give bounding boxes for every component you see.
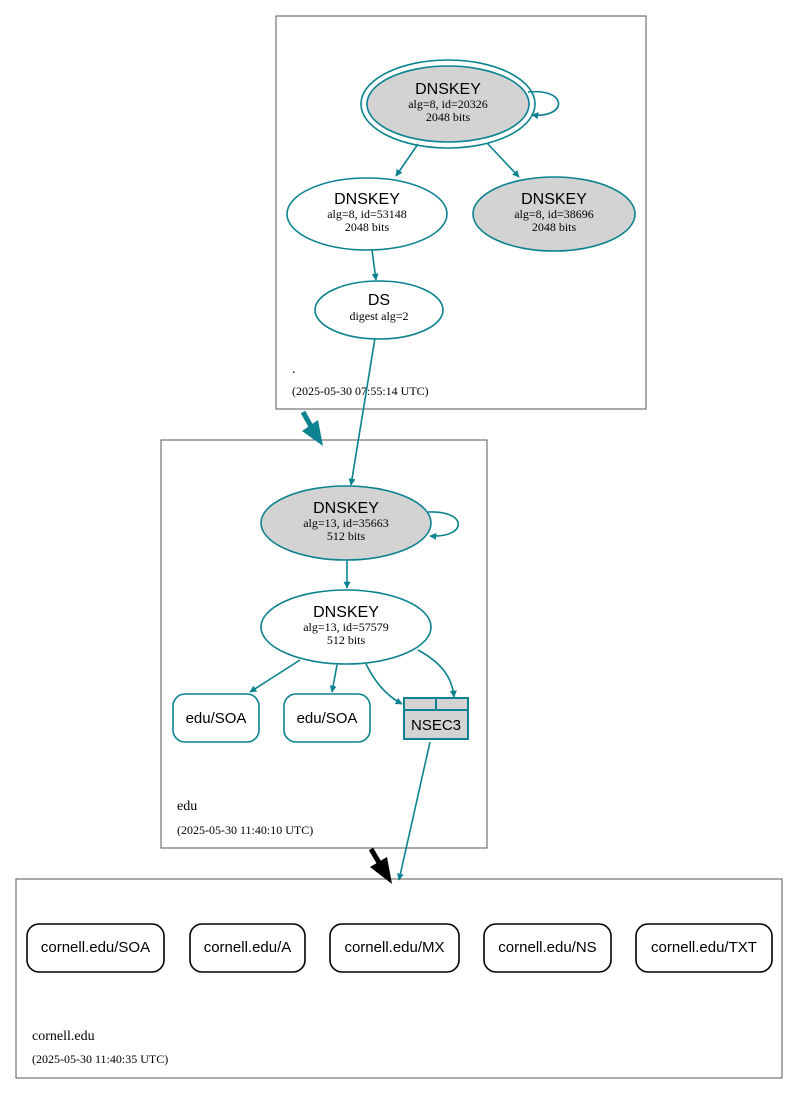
delegation-root-to-edu-head [302,420,323,446]
node-cornell-mx-label: cornell.edu/MX [344,939,444,956]
node-root-ksk-shape [366,65,530,143]
node-edu-zsk-line1: alg=13, id=57579 [303,620,389,634]
node-cornell-a-label: cornell.edu/A [204,939,292,956]
zone-root-name: . [292,362,296,377]
edge-edu-zsk-to-nsec3-b [417,649,457,698]
edge-nsec3-to-cornell [396,741,431,881]
node-cornell-soa-shape [26,923,165,973]
node-root-zsk-line1: alg=8, id=53148 [327,207,407,221]
node-edu-soa-1: edu/SOA [172,693,260,743]
edge-root-zsk-to-ds [371,249,379,281]
node-root-ds-title: DS [368,292,390,309]
node-root-ds: DS digest alg=2 [314,280,444,340]
edge-root-ksk-to-zsk [395,143,419,177]
node-cornell-mx: cornell.edu/MX [329,923,460,973]
node-edu-zsk: DNSKEY alg=13, id=57579 512 bits [260,589,432,665]
edge-edu-ksk-self [427,511,459,540]
node-root-key3-shape [472,176,636,252]
node-edu-soa-1-shape [172,693,260,743]
edge-edu-zsk-to-soa1 [249,659,301,693]
node-cornell-ns: cornell.edu/NS [483,923,612,973]
node-root-zsk-title: DNSKEY [334,191,400,208]
zone-cornell-name: cornell.edu [32,1029,95,1044]
edge-edu-zsk-to-nsec3-a [365,663,403,705]
node-edu-zsk-title: DNSKEY [313,604,379,621]
zone-root: . (2025-05-30 07:55:14 UTC) [275,15,647,410]
node-cornell-ns-label: cornell.edu/NS [498,939,596,956]
zone-edu-timestamp: (2025-05-30 11:40:10 UTC) [177,823,313,837]
node-edu-zsk-line2: 512 bits [327,633,366,647]
node-edu-ksk-line2: 512 bits [327,529,366,543]
node-cornell-txt: cornell.edu/TXT [635,923,773,973]
delegation-edu-to-cornell-head [370,857,392,884]
delegation-arrows [300,410,392,884]
zone-root-timestamp: (2025-05-30 07:55:14 UTC) [292,384,429,398]
node-root-ksk-line1: alg=8, id=20326 [408,97,488,111]
node-edu-ksk-line1: alg=13, id=35663 [303,516,389,530]
node-edu-zsk-shape [260,589,432,665]
node-cornell-mx-shape [329,923,460,973]
node-edu-nsec3: NSEC3 [403,697,469,740]
node-cornell-soa-label: cornell.edu/SOA [41,939,150,956]
edge-edu-zsk-to-soa2 [329,664,338,693]
node-edu-nsec3-label: NSEC3 [411,717,461,734]
zone-edu-border [160,439,488,849]
edges [249,90,560,881]
zone-cornell-border [15,878,783,1079]
node-edu-soa-2: edu/SOA [283,693,371,743]
node-root-zsk-line2: 2048 bits [345,220,390,234]
node-root-key3-title: DNSKEY [521,191,587,208]
node-cornell-txt-shape [635,923,773,973]
node-edu-ksk: DNSKEY alg=13, id=35663 512 bits [260,485,432,561]
node-cornell-a: cornell.edu/A [189,923,306,973]
zone-cornell-timestamp: (2025-05-30 11:40:35 UTC) [32,1052,168,1066]
node-cornell-a-shape [189,923,306,973]
edge-root-ksk-to-key3 [486,142,520,178]
node-cornell-soa: cornell.edu/SOA [26,923,165,973]
node-root-key3: DNSKEY alg=8, id=38696 2048 bits [472,176,636,252]
node-edu-soa-1-label: edu/SOA [186,710,247,727]
node-root-ds-line1: digest alg=2 [349,309,408,323]
node-edu-ksk-shape [260,485,432,561]
edge-root-ksk-self [527,90,560,120]
zone-edu: edu (2025-05-30 11:40:10 UTC) [160,439,488,849]
node-root-zsk-shape [286,177,448,251]
zone-root-border [275,15,647,410]
node-root-ksk: DNSKEY alg=8, id=20326 2048 bits [360,59,536,149]
node-root-ksk-title: DNSKEY [415,81,481,98]
zone-cornell: cornell.edu (2025-05-30 11:40:35 UTC) [15,878,783,1079]
zone-edu-name: edu [177,799,197,814]
node-root-key3-line2: 2048 bits [532,220,577,234]
node-root-zsk: DNSKEY alg=8, id=53148 2048 bits [286,177,448,251]
node-edu-soa-2-shape [283,693,371,743]
node-root-key3-line1: alg=8, id=38696 [514,207,594,221]
node-edu-soa-2-label: edu/SOA [297,710,358,727]
node-cornell-txt-label: cornell.edu/TXT [651,939,757,956]
edge-ds-to-edu-ksk [348,337,376,486]
node-edu-ksk-title: DNSKEY [313,500,379,517]
node-root-ksk-outer-ring [360,59,536,149]
node-root-ksk-line2: 2048 bits [426,110,471,124]
node-root-ds-shape [314,280,444,340]
node-cornell-ns-shape [483,923,612,973]
